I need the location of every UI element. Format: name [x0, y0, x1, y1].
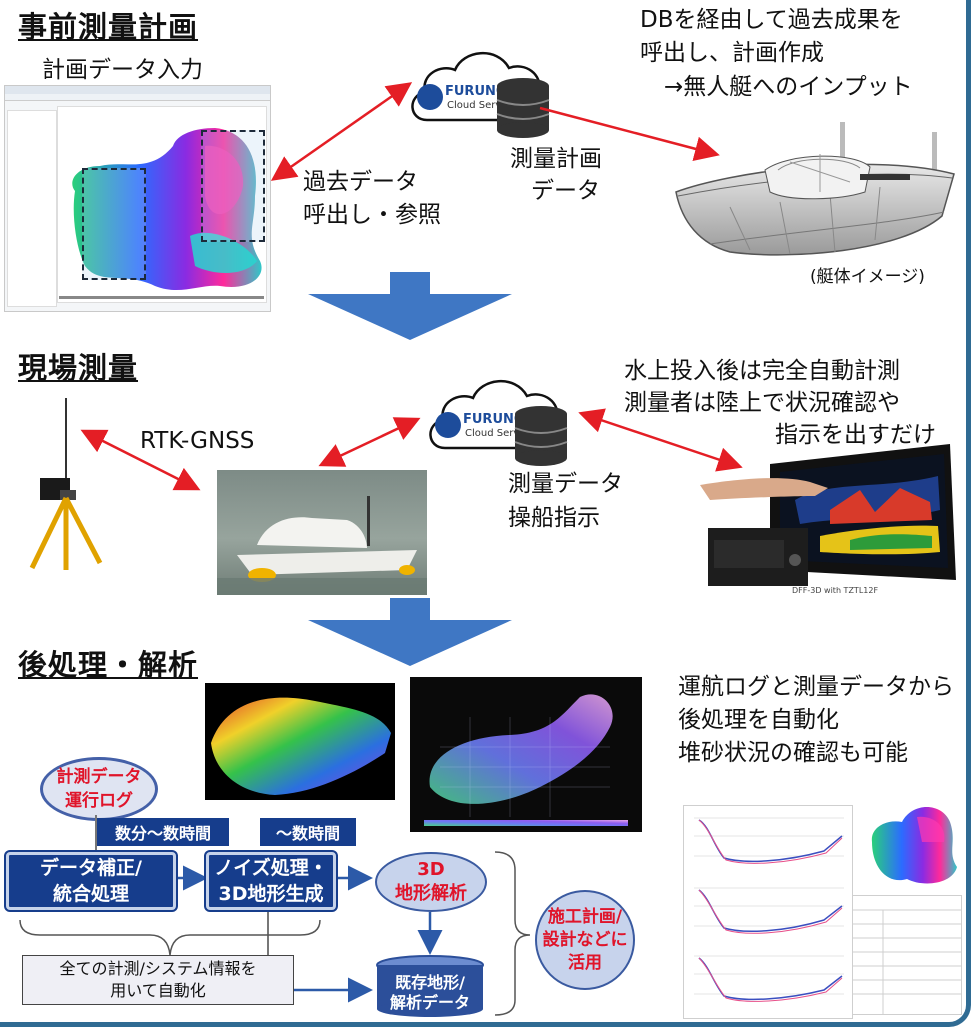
flow-box-noise-processing: ノイズ処理・ 3D地形生成: [206, 852, 336, 910]
auto-note-text-2: 用いて自動化: [110, 981, 206, 1000]
db-plan-text-2: 呼出し、計画作成: [640, 40, 824, 66]
plan-software-screenshot: [4, 85, 271, 312]
flow-box2-text-2: 3D地形生成: [218, 883, 324, 905]
terrain-render-mesh: [410, 677, 642, 832]
auto-text-3: 指示を出すだけ: [775, 422, 936, 448]
time-tag-2: ～数時間: [260, 818, 356, 846]
cloud-service-text-2: Cloud Service: [465, 428, 534, 439]
flow-existing-data-cylinder: 既存地形/ 解析データ: [375, 955, 485, 1017]
flow-analysis-text-1: 3D: [417, 859, 445, 880]
data-table-panel: [852, 895, 962, 1015]
selection-box-right: [201, 130, 265, 242]
flow-existing-text-2: 解析データ: [389, 993, 470, 1012]
flow-box-data-correction: データ補正/統合処理: [6, 852, 176, 910]
cloud-service-icon-2: FURUNO Cloud Service: [423, 368, 573, 466]
db-plan-text-1: DBを経由して過去成果を: [640, 7, 903, 33]
flow-use-text-2: 設計などに: [542, 929, 628, 950]
hull-image-caption: (艇体イメージ): [810, 267, 925, 287]
flow-input-text-2: 運行ログ: [65, 791, 133, 811]
display-device-photo: DFF-3D with TZTL12F: [700, 440, 962, 600]
past-data-text-2: 呼出し・参照: [303, 202, 441, 228]
cloud-brand-text: FURUNO: [445, 84, 507, 99]
flow-arrow-1: [308, 272, 512, 340]
display-caption: DFF-3D with TZTL12F: [792, 586, 879, 595]
survey-data-text-1: 測量データ: [508, 471, 623, 497]
flow-3d-analysis: 3D 地形解析: [375, 852, 487, 912]
cloud-service-text: Cloud Service: [447, 100, 516, 111]
auto-text-1: 水上投入後は完全自動計測: [624, 358, 900, 384]
flow-box2-text-1: ノイズ処理・: [214, 857, 328, 879]
flow-use-text-1: 施工計画/: [547, 906, 623, 927]
nav-text-3: 堆砂状況の確認も可能: [678, 740, 908, 766]
flow-input-oval: 計測データ運行ログ: [40, 757, 158, 821]
rtk-gnss-tripod: [29, 398, 103, 570]
section-heading-field-survey: 現場測量: [18, 351, 139, 385]
cross-section-charts: [683, 805, 853, 1019]
terrain-render-colored: [205, 683, 395, 800]
nav-text-1: 運航ログと測量データから: [678, 674, 954, 700]
small-bathymetry-map: [871, 807, 957, 884]
plan-input-label: 計画データ入力: [42, 57, 203, 83]
time-tag-1: 数分～数時間: [97, 818, 229, 846]
flow-input-text-1: 計測データ: [56, 767, 142, 787]
nav-text-2: 後処理を自動化: [678, 707, 839, 733]
survey-data-text-2: 操船指示: [508, 505, 600, 531]
db-plan-text-3: →無人艇へのインプット: [664, 74, 913, 100]
selection-box-left: [82, 168, 146, 280]
section-heading-pre-survey: 事前測量計画: [18, 10, 199, 44]
flow-arrow-2: [308, 598, 512, 666]
flow-existing-text-1: 既存地形/: [395, 973, 465, 992]
auto-note-box: 全ての計測/システム情報を用いて自動化: [22, 955, 294, 1005]
flow-use-text-3: 活用: [568, 952, 602, 973]
flow-application-circle: 施工計画/ 設計などに 活用: [535, 890, 635, 990]
auto-note-text-1: 全ての計測/システム情報を: [59, 959, 257, 978]
survey-plan-text-2: データ: [531, 178, 600, 204]
flow-box1-text-1: データ補正/: [40, 857, 142, 879]
flow-box1-text-2: 統合処理: [52, 883, 129, 905]
database-icon-2: [514, 406, 568, 466]
section-heading-post-process: 後処理・解析: [18, 648, 199, 682]
survey-boat-photo: [217, 470, 427, 595]
cloud-brand-text-2: FURUNO: [463, 412, 525, 427]
survey-plan-text-1: 測量計画: [510, 146, 602, 172]
boat-hull-render: [675, 122, 955, 256]
flow-analysis-text-2: 地形解析: [395, 883, 467, 904]
